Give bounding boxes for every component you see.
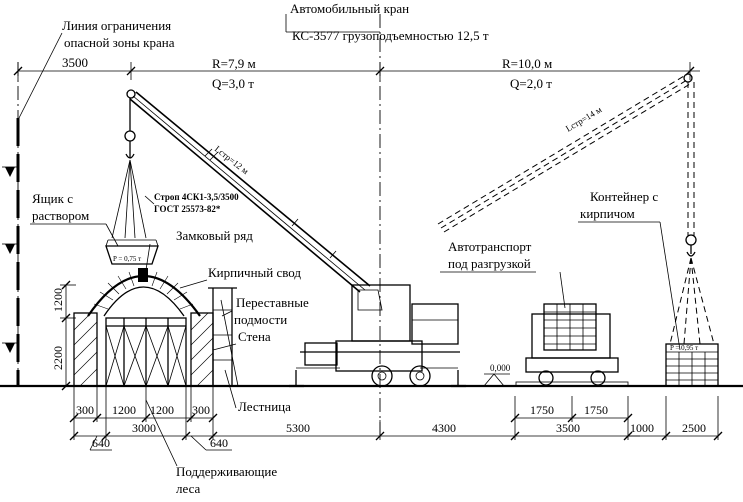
dim-1200a: 1200 bbox=[112, 403, 136, 417]
crane-model: КС-3577 грузоподъемностью 12,5 т bbox=[292, 28, 489, 43]
ladder-label: Лестница bbox=[238, 399, 291, 414]
level-label: 0,000 bbox=[490, 363, 511, 373]
container-rigging bbox=[669, 257, 715, 345]
vertical-dimension-lines bbox=[60, 280, 76, 391]
crane-truck bbox=[289, 284, 466, 388]
sling-label-2: ГОСТ 25573-82* bbox=[154, 204, 221, 214]
delivery-truck bbox=[510, 303, 632, 387]
support-label-1: Поддерживающие bbox=[176, 464, 277, 479]
brick-vault-label: Кирпичный свод bbox=[208, 265, 301, 280]
mortar-box-rigging bbox=[111, 159, 147, 239]
dim-300b: 300 bbox=[192, 403, 210, 417]
load-left: Q=3,0 т bbox=[212, 76, 254, 91]
wall-label: Стена bbox=[238, 329, 271, 344]
dim-h-2200: 2200 bbox=[51, 346, 65, 370]
sling-label-1: Строп 4СК1-3,5/3500 bbox=[154, 192, 239, 202]
crane-title: Автомобильный кран bbox=[290, 1, 409, 16]
container-label-1: Контейнер с bbox=[590, 189, 658, 204]
dim-1000: 1000 bbox=[630, 421, 654, 435]
radius-right: R=10,0 м bbox=[502, 56, 552, 71]
dim-1750a: 1750 bbox=[530, 403, 554, 417]
container-label-2: кирпичом bbox=[580, 206, 635, 221]
brick-container bbox=[665, 343, 719, 387]
truck-label-2: под разгрузкой bbox=[448, 256, 531, 271]
level-marker bbox=[483, 373, 510, 387]
dim-640a: 640 bbox=[92, 436, 110, 450]
bottom-dimension-lines bbox=[69, 386, 723, 451]
dim-640b: 640 bbox=[210, 436, 228, 450]
mortar-box-label-1: Ящик с bbox=[32, 191, 73, 206]
dim-h-1200: 1200 bbox=[51, 288, 65, 312]
scaffold-label-1: Переставные bbox=[236, 295, 309, 310]
support-label-2: леса bbox=[176, 481, 201, 496]
top-dimension-line bbox=[13, 62, 700, 80]
radius-left: R=7,9 м bbox=[212, 56, 256, 71]
dim-300a: 300 bbox=[76, 403, 94, 417]
crane-boom-left bbox=[124, 89, 371, 293]
danger-zone-boundary bbox=[2, 32, 63, 386]
leader-lines bbox=[30, 14, 681, 467]
mortar-box-label-2: раствором bbox=[32, 208, 89, 223]
dim-4300: 4300 bbox=[432, 421, 456, 435]
box-weight: P = 0,75 т bbox=[113, 255, 141, 263]
truck-label-1: Автотранспорт bbox=[448, 239, 532, 254]
building-section bbox=[73, 268, 239, 387]
crane-boom-right bbox=[437, 73, 697, 257]
key-row-label: Замковый ряд bbox=[176, 228, 253, 243]
dim-1200b: 1200 bbox=[150, 403, 174, 417]
scaffold-label-2: подмости bbox=[234, 312, 287, 327]
dim-3000: 3000 bbox=[132, 421, 156, 435]
dim-top-3500: 3500 bbox=[62, 55, 88, 70]
dim-1750b: 1750 bbox=[584, 403, 608, 417]
dim-5300: 5300 bbox=[286, 421, 310, 435]
load-right: Q=2,0 т bbox=[510, 76, 552, 91]
container-weight: P = 0,95 т bbox=[670, 344, 698, 352]
dim-2500: 2500 bbox=[682, 421, 706, 435]
boom-right-label: Lстр=14 м bbox=[564, 104, 604, 133]
mortar-box bbox=[105, 239, 159, 265]
danger-zone-label-2: опасной зоны крана bbox=[64, 35, 175, 50]
danger-zone-label-1: Линия ограничения bbox=[62, 18, 171, 33]
dim-3500: 3500 bbox=[556, 421, 580, 435]
